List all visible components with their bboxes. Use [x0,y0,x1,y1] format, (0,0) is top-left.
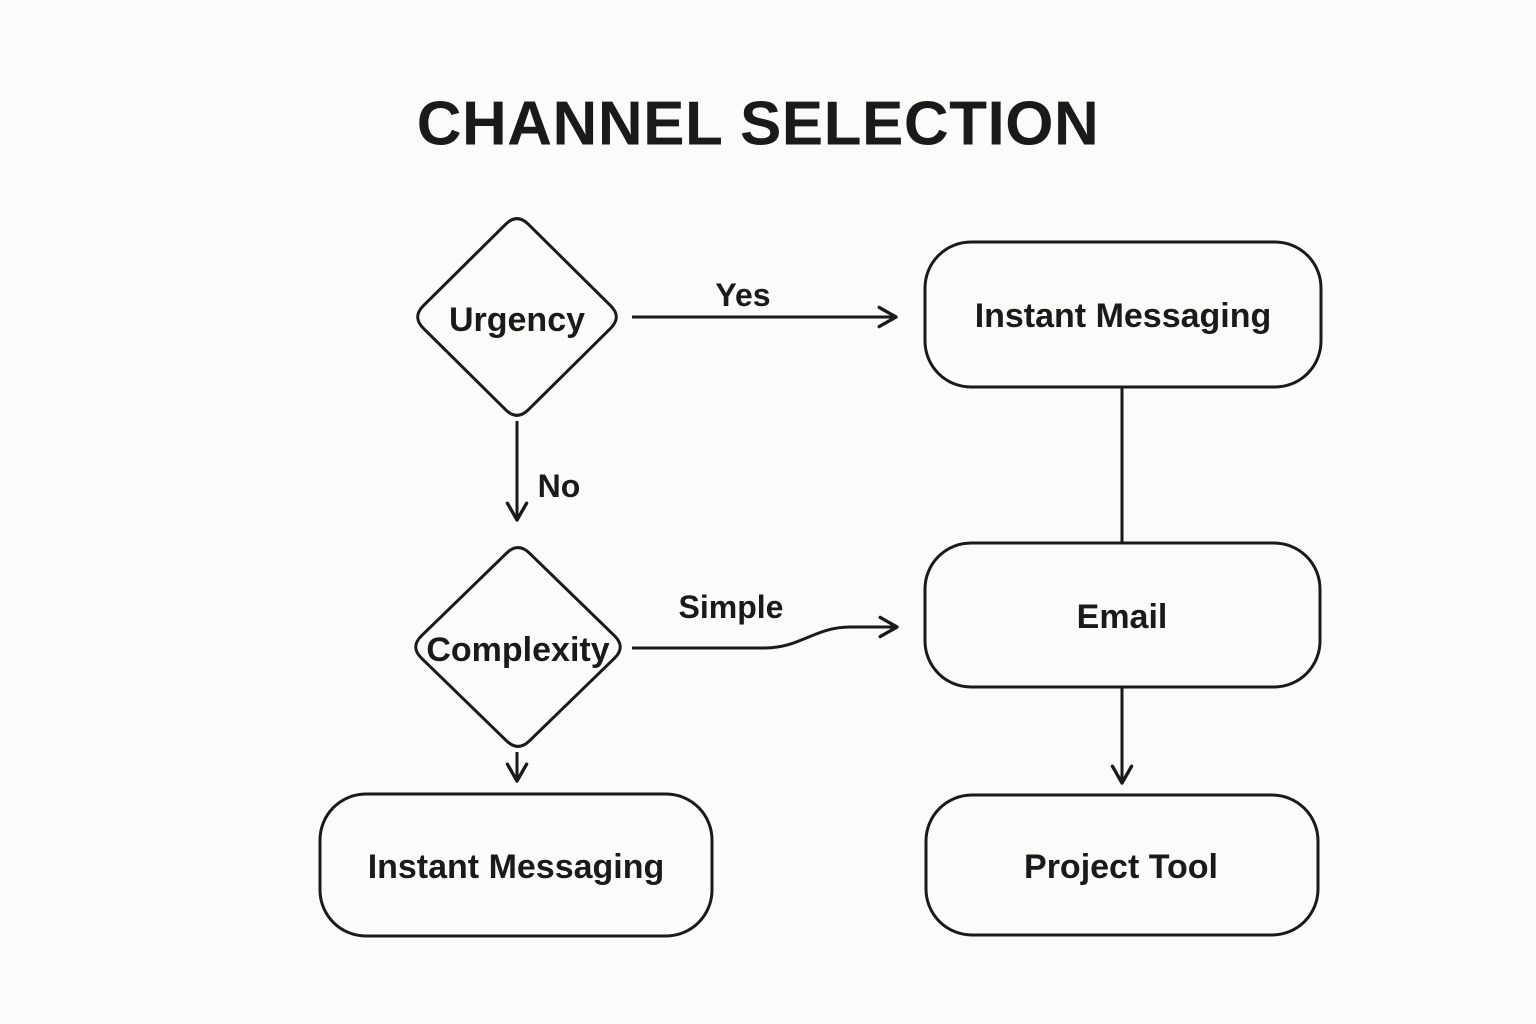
node-instant-messaging-bottom-label: Instant Messaging [368,848,665,886]
node-instant-messaging-top-label: Instant Messaging [975,297,1272,335]
node-instant-messaging-bottom-shape [318,792,714,938]
node-complexity-label: Complexity [426,631,609,669]
node-project-tool-label: Project Tool [1024,848,1218,886]
edge-urgency-no-label: No [538,468,581,504]
page-title: CHANNEL SELECTION [417,90,1100,159]
edge-complexity-simple-line [632,615,899,650]
nodes: Urgency Instant Messaging Complexity Ema… [318,217,1323,938]
node-urgency-label: Urgency [449,301,585,339]
edge-complexity-simple-label: Simple [679,589,784,625]
edge-urgency-yes-label: Yes [715,277,770,313]
node-email-shape [923,541,1322,689]
node-urgency-shape [416,217,618,417]
node-project-tool-shape [924,793,1320,937]
node-complexity-shape [414,546,622,748]
node-instant-messaging-top-shape [923,240,1323,389]
node-email-label: Email [1077,598,1168,636]
edges: Yes No Simple [505,277,1134,785]
